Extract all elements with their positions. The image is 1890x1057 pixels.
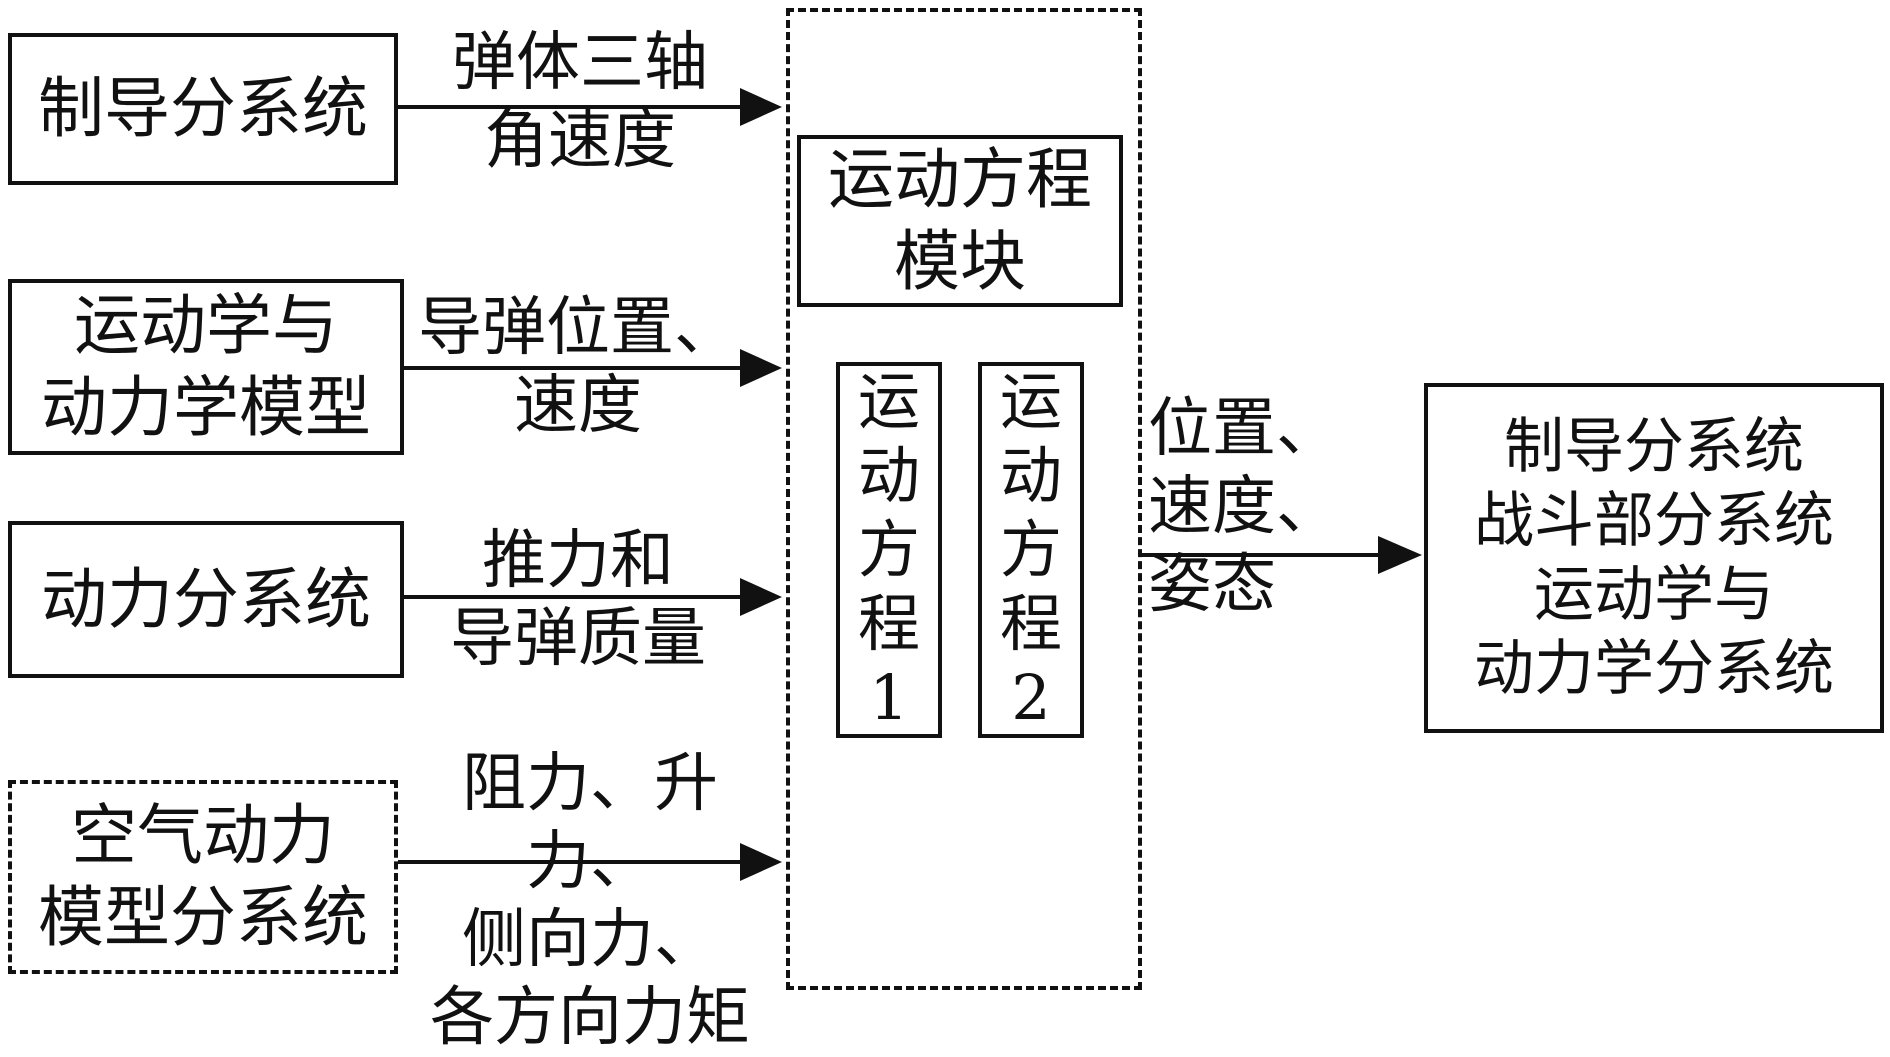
aero-model-subsystem-box [8, 780, 398, 974]
output-subsystems-label: 制导分系统 战斗部分系统 运动学与 动力学分系统 [1474, 412, 1834, 704]
motion-equation-1-label: 运 动 方 程 1 [857, 365, 920, 734]
edge-label-position-velocity: 导弹位置、 速度 [418, 291, 738, 443]
propulsion-subsystem-box [8, 521, 404, 678]
motion-equation-2-label: 运 动 方 程 2 [999, 365, 1062, 734]
edge-label-position-velocity-attitude: 位置、 速度、 姿态 [1148, 392, 1340, 622]
arrow-module-to-outputs [1142, 536, 1422, 574]
motion-equation-module-title-box [797, 135, 1123, 307]
arrow-kinematics-to-module [404, 349, 782, 387]
motion-equation-2-box [978, 362, 1084, 738]
motion-equation-module-title: 运动方程 模块 [828, 141, 1092, 300]
guidance-subsystem-label: 制导分系统 [38, 70, 368, 147]
aero-model-subsystem-label: 空气动力 模型分系统 [38, 797, 368, 956]
output-subsystems-box [1424, 383, 1884, 733]
edge-label-aero-forces: 阻力、升力、 侧向力、 各方向力矩 [430, 746, 750, 1055]
arrow-guidance-to-module [398, 88, 782, 126]
edge-label-angular-rates: 弹体三轴 角速度 [452, 26, 708, 178]
edge-label-thrust-mass: 推力和 导弹质量 [450, 524, 706, 676]
arrow-aero-to-module [398, 843, 782, 881]
kinematics-model-box [8, 279, 404, 455]
motion-equation-1-box [836, 362, 942, 738]
guidance-subsystem-box [8, 33, 398, 185]
arrow-propulsion-to-module [404, 578, 782, 616]
propulsion-subsystem-label: 动力分系统 [41, 560, 371, 638]
kinematics-model-label: 运动学与 动力学模型 [41, 287, 371, 446]
